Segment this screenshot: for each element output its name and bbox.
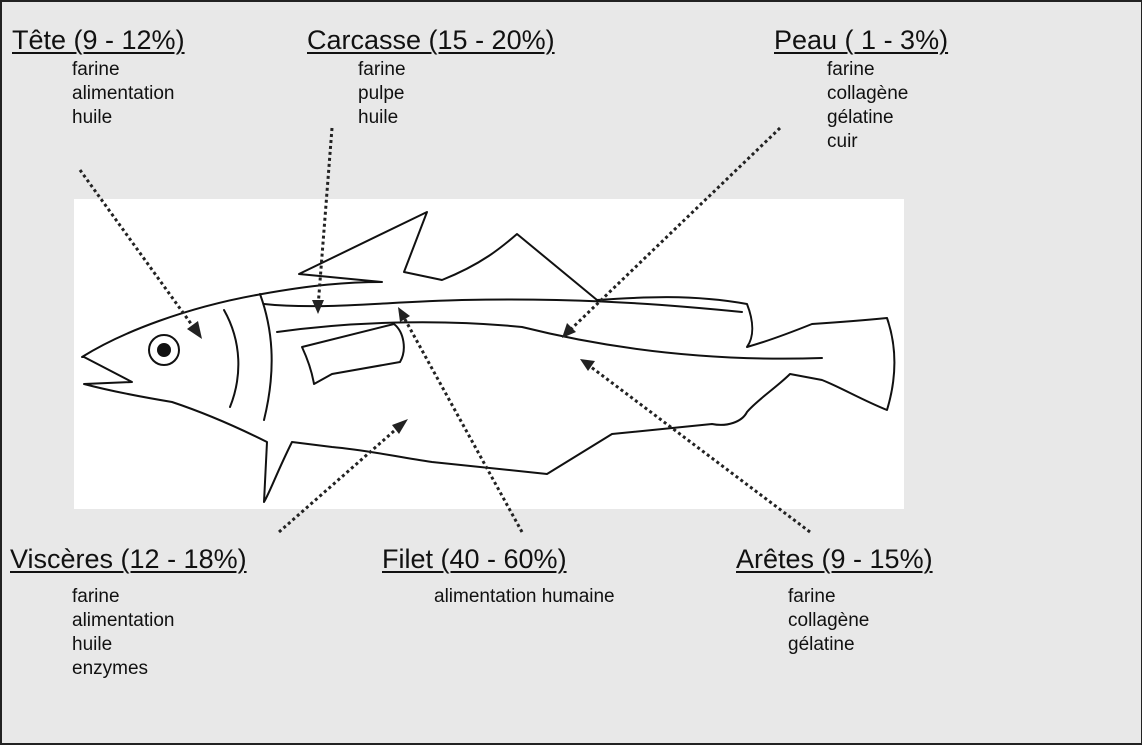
- use-item: farine: [827, 58, 948, 82]
- uses-tete: farine alimentation huile: [72, 58, 185, 130]
- arrow-tete: [80, 170, 197, 332]
- use-item: alimentation: [72, 82, 185, 106]
- use-item: farine: [72, 585, 247, 609]
- use-item: farine: [72, 58, 185, 82]
- label-peau: Peau ( 1 - 3%): [774, 24, 948, 56]
- arrowhead-peau: [562, 323, 576, 338]
- use-item: pulpe: [358, 82, 555, 106]
- group-carcasse: Carcasse (15 - 20%) farine pulpe huile: [307, 24, 555, 130]
- group-peau: Peau ( 1 - 3%) farine collagène gélatine…: [774, 24, 948, 154]
- group-visceres: Viscères (12 - 18%) farine alimentation …: [10, 543, 247, 681]
- lateral-line: [264, 300, 742, 313]
- arrow-visceres: [279, 424, 402, 532]
- uses-filet: alimentation humaine: [434, 585, 615, 609]
- use-item: alimentation humaine: [434, 585, 615, 609]
- use-item: gélatine: [788, 633, 933, 657]
- use-item: huile: [72, 633, 247, 657]
- label-aretes: Arêtes (9 - 15%): [736, 543, 933, 575]
- lateral-line-lower: [277, 322, 822, 358]
- gill-line-inner: [224, 310, 238, 407]
- use-item: cuir: [827, 130, 948, 154]
- arrow-aretes: [587, 364, 810, 532]
- group-filet: Filet (40 - 60%) alimentation humaine: [382, 543, 615, 609]
- gill-line: [260, 294, 272, 420]
- fish-body-outline: [82, 212, 895, 502]
- use-item: alimentation: [72, 609, 247, 633]
- arrow-filet: [402, 314, 522, 532]
- uses-aretes: farine collagène gélatine: [788, 585, 933, 657]
- uses-carcasse: farine pulpe huile: [358, 58, 555, 130]
- label-tete: Tête (9 - 12%): [12, 24, 185, 56]
- arrow-carcasse: [318, 128, 332, 307]
- use-item: gélatine: [827, 106, 948, 130]
- use-item: farine: [788, 585, 933, 609]
- label-carcasse: Carcasse (15 - 20%): [307, 24, 555, 56]
- use-item: huile: [72, 106, 185, 130]
- use-item: enzymes: [72, 657, 247, 681]
- label-filet: Filet (40 - 60%): [382, 543, 615, 575]
- eye-pupil: [157, 343, 171, 357]
- label-visceres: Viscères (12 - 18%): [10, 543, 247, 575]
- group-aretes: Arêtes (9 - 15%) farine collagène gélati…: [736, 543, 933, 657]
- group-tete: Tête (9 - 12%) farine alimentation huile: [12, 24, 185, 130]
- use-item: collagène: [788, 609, 933, 633]
- uses-peau: farine collagène gélatine cuir: [827, 58, 948, 154]
- uses-visceres: farine alimentation huile enzymes: [72, 585, 247, 681]
- use-item: huile: [358, 106, 555, 130]
- use-item: collagène: [827, 82, 948, 106]
- use-item: farine: [358, 58, 555, 82]
- pectoral-fin: [302, 324, 404, 384]
